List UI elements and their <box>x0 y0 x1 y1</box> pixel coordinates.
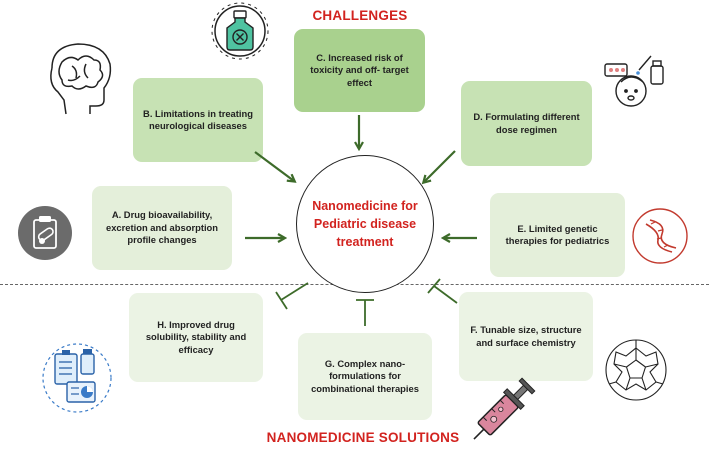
challenge-box-d: D. Formulating different dose regimen <box>461 81 592 166</box>
connector-f <box>427 278 458 304</box>
challenge-box-a: A. Drug bioavailability, excretion and a… <box>92 186 232 270</box>
challenge-box-e: E. Limited genetic therapies for pediatr… <box>490 193 625 277</box>
clipboard-pills-icon <box>18 206 72 260</box>
arrow-d <box>424 150 456 182</box>
medical-records-icon <box>42 343 112 413</box>
solution-g-label: G. Complex nano-formulations for combina… <box>311 357 419 394</box>
connector-g <box>356 299 374 326</box>
center-circle: Nanomedicine for Pediatric disease treat… <box>296 155 434 293</box>
solution-box-h: H. Improved drug solubility, stability a… <box>129 293 263 382</box>
dna-helix-icon <box>632 208 688 264</box>
human-brain-icon <box>50 43 112 115</box>
child-dosing-icon <box>604 55 664 107</box>
challenge-d-label: D. Formulating different dose regimen <box>473 111 580 135</box>
solution-h-label: H. Improved drug solubility, stability a… <box>145 318 247 355</box>
challenge-a-label: A. Drug bioavailability, excretion and a… <box>106 209 218 246</box>
connector-h <box>275 282 309 310</box>
solutions-heading: NANOMEDICINE SOLUTIONS <box>266 430 460 445</box>
challenge-box-b: B. Limitations in treating neurological … <box>133 78 263 162</box>
challenge-b-label: B. Limitations in treating neurological … <box>143 107 253 131</box>
toxic-bottle-icon <box>211 2 269 60</box>
syringe-icon <box>473 377 536 440</box>
challenges-heading: CHALLENGES <box>312 8 408 23</box>
challenge-box-c: C. Increased risk of toxicity and off- t… <box>294 29 425 112</box>
arrow-b <box>254 151 294 181</box>
challenge-e-label: E. Limited genetic therapies for pediatr… <box>505 222 610 246</box>
solution-box-f: F. Tunable size, structure and surface c… <box>459 292 593 381</box>
fullerene-nanoparticle-icon <box>605 339 667 401</box>
center-label: Nanomedicine for Pediatric disease treat… <box>312 198 418 250</box>
solution-f-label: F. Tunable size, structure and surface c… <box>470 324 582 348</box>
challenge-c-label: C. Increased risk of toxicity and off- t… <box>310 51 409 88</box>
solution-box-g: G. Complex nano-formulations for combina… <box>298 333 432 420</box>
